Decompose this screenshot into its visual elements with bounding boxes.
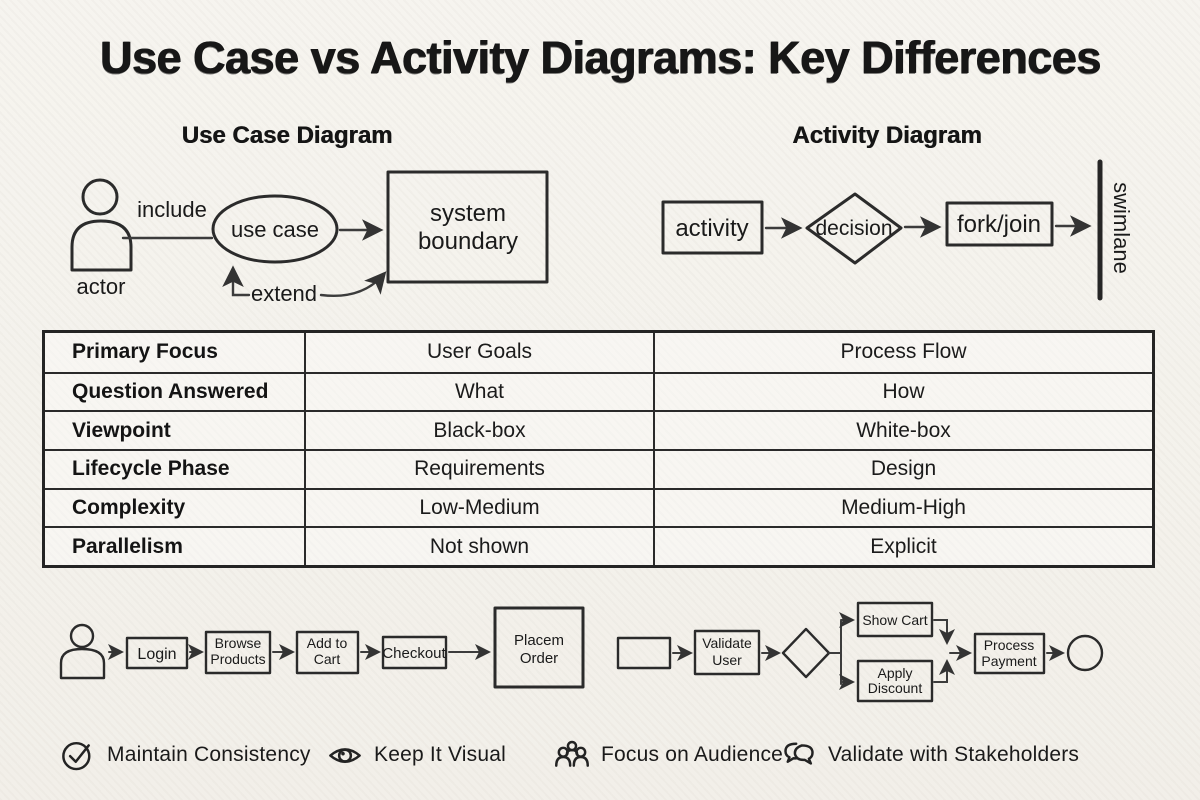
end-node bbox=[1066, 634, 1104, 672]
system-boundary-label-line2: boundary bbox=[418, 228, 518, 255]
extend-curve-arrow bbox=[319, 271, 387, 297]
include-label: include bbox=[137, 197, 207, 222]
eye-icon bbox=[329, 748, 361, 763]
row-activity-value: Explicit bbox=[653, 528, 1152, 565]
check-circle-icon bbox=[62, 741, 91, 771]
row-activity-value: Medium-High bbox=[653, 489, 1152, 527]
activity-label: activity bbox=[675, 215, 748, 242]
actor-label: actor bbox=[77, 274, 126, 299]
row-use-case-value: User Goals bbox=[304, 333, 653, 372]
add-to-cart-box bbox=[295, 630, 360, 675]
tip-label: Focus on Audience bbox=[601, 743, 784, 766]
process-payment-box bbox=[973, 632, 1046, 675]
table-row: Lifecycle Phase Requirements Design bbox=[45, 449, 1152, 488]
browse-products-box bbox=[204, 630, 272, 675]
actor-icon bbox=[59, 623, 106, 680]
apply-discount-line2: Discount bbox=[868, 680, 923, 696]
comparison-table: Primary Focus User Goals Process Flow Qu… bbox=[42, 330, 1155, 568]
validate-user-box bbox=[693, 629, 761, 676]
use-case-label: use case bbox=[231, 217, 319, 242]
row-activity-value: White-box bbox=[653, 412, 1152, 449]
browse-products-line1: Browse bbox=[215, 635, 262, 651]
add-to-cart-line2: Cart bbox=[314, 651, 341, 667]
process-payment-line1: Process bbox=[984, 637, 1035, 653]
apply-discount-box bbox=[856, 659, 934, 703]
merge-arrow-top bbox=[933, 619, 955, 645]
chat-icon bbox=[784, 742, 814, 765]
row-use-case-value: Requirements bbox=[304, 451, 653, 488]
row-use-case-value: Not shown bbox=[304, 528, 653, 565]
actor-icon bbox=[70, 178, 133, 272]
place-order-line2: Order bbox=[520, 650, 558, 667]
tip-label: Validate with Stakeholders bbox=[828, 743, 1080, 766]
page-title: Use Case vs Activity Diagrams: Key Diffe… bbox=[99, 32, 1101, 83]
row-attribute: Viewpoint bbox=[72, 418, 171, 442]
decision-diamond bbox=[781, 627, 831, 679]
login-box bbox=[125, 636, 189, 670]
row-attribute: Question Answered bbox=[72, 379, 269, 403]
table-row: Question Answered What How bbox=[45, 371, 1152, 411]
validate-user-line1: Validate bbox=[702, 635, 752, 651]
row-use-case-value: Black-box bbox=[304, 412, 653, 449]
table-row: Parallelism Not shown Explicit bbox=[45, 526, 1152, 565]
activity-box bbox=[661, 200, 764, 255]
use-case-section-heading: Use Case Diagram bbox=[181, 122, 393, 149]
validate-user-line2: User bbox=[712, 652, 742, 668]
example-use-case-flow: Login Browse Products Add to Cart Checko… bbox=[59, 606, 585, 689]
decision-diamond bbox=[805, 192, 903, 265]
row-activity-value: How bbox=[653, 373, 1152, 411]
people-icon bbox=[555, 740, 589, 767]
tip-label: Keep It Visual bbox=[374, 743, 506, 766]
fork-join-box bbox=[945, 201, 1054, 247]
row-attribute: Primary Focus bbox=[72, 340, 218, 364]
system-boundary-box bbox=[386, 170, 549, 284]
row-use-case-value: What bbox=[304, 373, 653, 411]
use-case-diagram: actor include use case system boundary e… bbox=[70, 170, 549, 306]
activity-diagram: activity decision fork/join swimlane bbox=[661, 159, 1134, 301]
row-activity-value: Process Flow bbox=[653, 333, 1152, 372]
table-row: Primary Focus User Goals Process Flow bbox=[45, 333, 1152, 372]
tip-focus-on-audience: Focus on Audience bbox=[554, 736, 783, 774]
row-attribute: Lifecycle Phase bbox=[72, 457, 230, 481]
system-boundary-label-line1: system bbox=[430, 200, 506, 227]
table-row: Viewpoint Black-box White-box bbox=[45, 410, 1152, 449]
row-use-case-value: Low-Medium bbox=[304, 489, 653, 527]
add-to-cart-line1: Add to bbox=[307, 635, 348, 651]
show-cart-label: Show Cart bbox=[862, 612, 927, 628]
decision-label: decision bbox=[815, 217, 892, 240]
browse-products-line2: Products bbox=[210, 651, 265, 667]
process-payment-line2: Payment bbox=[981, 653, 1036, 669]
place-order-box bbox=[493, 606, 585, 689]
login-label: Login bbox=[137, 646, 176, 663]
fork-join-label: fork/join bbox=[957, 211, 1041, 238]
tip-maintain-consistency: Maintain Consistency bbox=[60, 736, 311, 774]
start-box bbox=[616, 636, 672, 670]
use-case-ellipse bbox=[211, 194, 339, 264]
branch-stem bbox=[828, 620, 842, 685]
example-activity-flow: Validate User Show Cart Apply Discount P… bbox=[616, 601, 1104, 703]
tip-label: Maintain Consistency bbox=[107, 743, 311, 766]
checkout-box bbox=[381, 635, 448, 670]
row-activity-value: Design bbox=[653, 451, 1152, 488]
place-order-line1: Placem bbox=[514, 632, 564, 649]
checkout-label: Checkout bbox=[382, 645, 446, 662]
tip-validate-with-stakeholders: Validate with Stakeholders bbox=[781, 736, 1079, 774]
activity-section-heading: Activity Diagram bbox=[792, 122, 982, 149]
tip-keep-it-visual: Keep It Visual bbox=[327, 736, 506, 774]
row-attribute: Parallelism bbox=[72, 534, 183, 558]
show-cart-box bbox=[856, 601, 934, 638]
table-row: Complexity Low-Medium Medium-High bbox=[45, 487, 1152, 527]
apply-discount-line1: Apply bbox=[877, 665, 912, 681]
merge-arrow-bottom bbox=[933, 659, 955, 683]
extend-label: extend bbox=[251, 281, 317, 306]
swimlane-label: swimlane bbox=[1109, 182, 1134, 274]
row-attribute: Complexity bbox=[72, 495, 186, 519]
extend-elbow-arrow bbox=[222, 265, 251, 297]
